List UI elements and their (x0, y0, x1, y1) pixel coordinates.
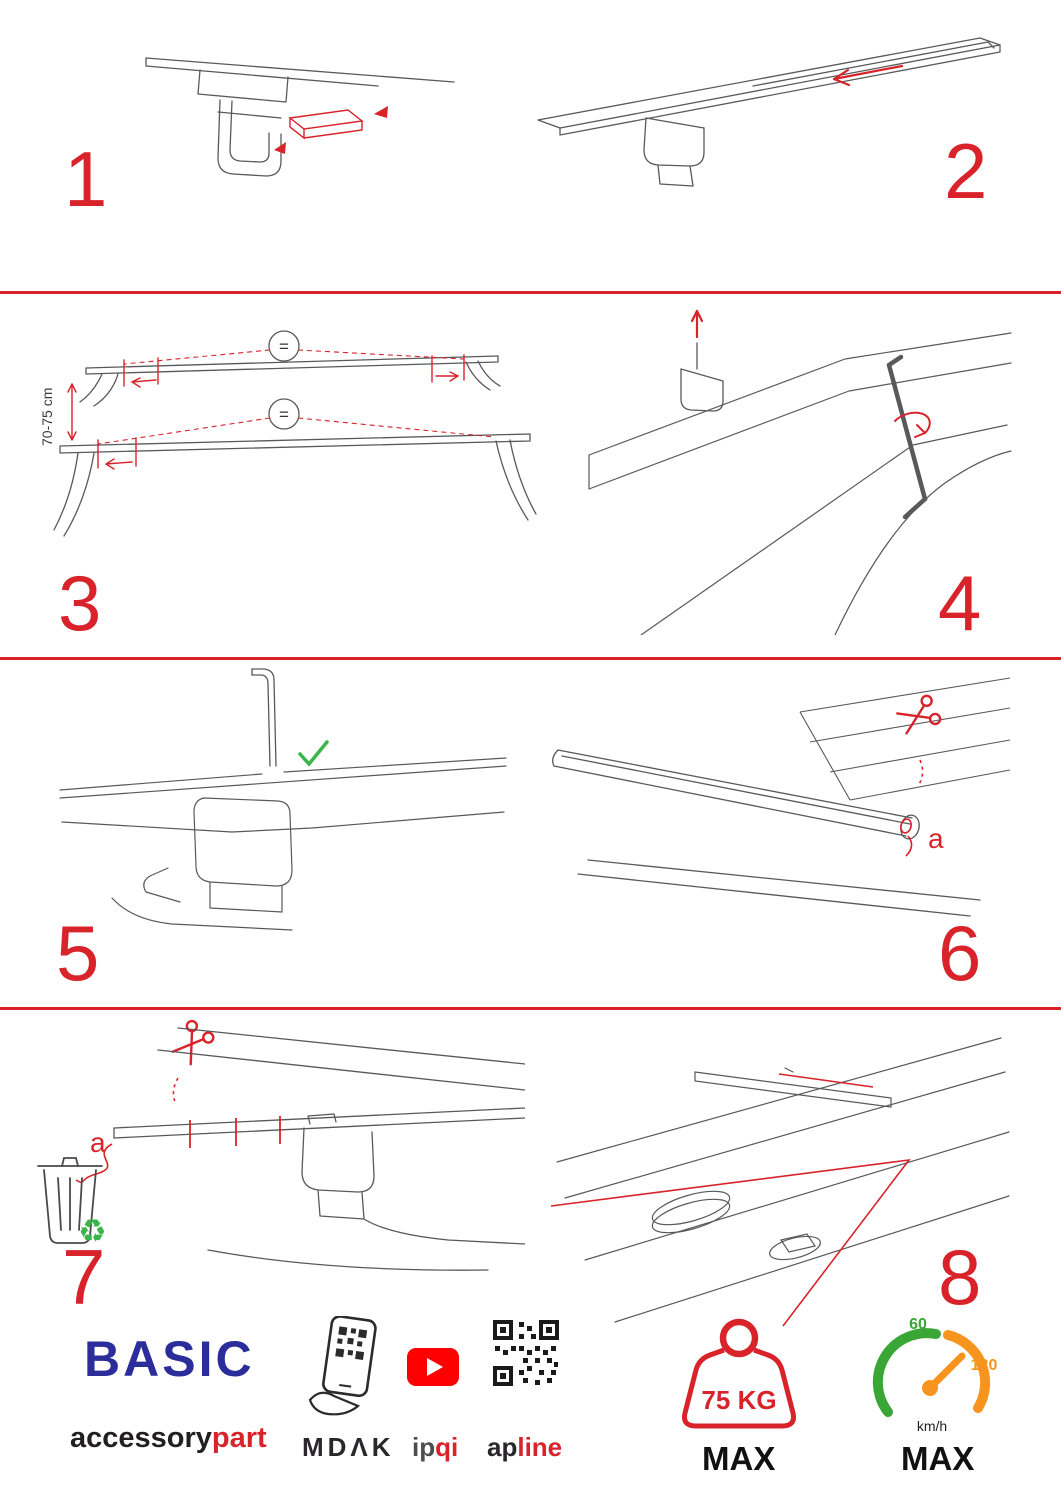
ipqi-red: qi (435, 1432, 459, 1462)
crossbar-drawing (552, 749, 981, 917)
step-8-illustration (550, 1037, 1010, 1327)
speedometer-icon: 60 120 km/h (872, 1316, 998, 1434)
step-6-number: 6 (938, 909, 982, 997)
youtube-icon (407, 1348, 459, 1386)
speed-high-label: 120 (971, 1357, 998, 1374)
apline-red: line (517, 1432, 563, 1462)
rotate-arrow (894, 411, 931, 438)
step-1-illustration (145, 57, 455, 177)
section-divider-2 (0, 657, 1061, 660)
insert-arrow (274, 106, 388, 154)
rail-and-clamp-drawing (537, 37, 1001, 187)
strip-end-highlight (900, 818, 912, 834)
hand-shape (308, 1391, 361, 1416)
gauge-green-arc (872, 1328, 941, 1417)
step-2-illustration (537, 37, 1001, 187)
crossbars-drawing (53, 355, 537, 537)
step-8-number: 8 (938, 1233, 982, 1321)
phone-qr-icon (308, 1316, 377, 1416)
section-divider-1 (0, 291, 1061, 294)
phone-body (322, 1316, 377, 1398)
bar-and-clamp-drawing (113, 1027, 525, 1271)
highlight-frame (550, 1073, 911, 1327)
step-1-number: 1 (64, 135, 108, 223)
weight-outline (682, 1318, 796, 1429)
youtube-play-triangle (427, 1358, 443, 1376)
equals-badge-front: = (268, 398, 300, 430)
push-up-arrow (690, 309, 704, 339)
step-4-number: 4 (938, 559, 982, 647)
equals-front-label: = (279, 405, 289, 424)
cut-label: a (928, 823, 944, 854)
dimension-arrows (67, 354, 465, 470)
allen-key-icon (886, 354, 928, 520)
gauge-hub (922, 1380, 938, 1396)
partner-mdak-label: MDΛK (302, 1432, 395, 1462)
speed-unit-label: km/h (917, 1418, 947, 1434)
step-6-illustration: a (552, 677, 1011, 917)
apline-black: ap (487, 1432, 518, 1462)
cut-debris (172, 1077, 179, 1105)
step-7-number: 7 (62, 1233, 106, 1321)
cut-debris (917, 759, 924, 787)
clamp-drawing (680, 342, 724, 412)
bar-distance-label: 70-75 cm (39, 388, 55, 446)
roof-planks-drawing (799, 677, 1011, 801)
step-5-number: 5 (56, 909, 100, 997)
brand-subtitle: accessorypart (70, 1422, 267, 1455)
roof-rails-drawing (556, 1037, 1010, 1323)
hook-rod-drawing (251, 668, 277, 767)
weight-max-label: MAX (702, 1440, 776, 1477)
equals-badge-rear: = (268, 330, 300, 362)
gauge-orange-arc (943, 1330, 991, 1413)
equals-rear-label: = (279, 337, 289, 356)
strip-tail (905, 835, 913, 857)
step-5-illustration (59, 668, 507, 931)
roof-and-clamp-drawing (59, 757, 507, 931)
brand-subtitle-red: part (211, 1422, 267, 1454)
step-3-number: 3 (58, 559, 102, 647)
brand-subtitle-black: accessory (70, 1422, 212, 1454)
phone-qr-pixels (335, 1326, 368, 1361)
step-7-illustration: a ♻ (37, 1020, 525, 1271)
cut-label: a (90, 1127, 106, 1158)
cut-marks (189, 1116, 281, 1148)
weight-limit-label: 75 KG (701, 1385, 776, 1415)
step-2-number: 2 (944, 127, 988, 215)
slide-arrow (832, 64, 904, 87)
roof-drawing (588, 332, 1012, 635)
recycle-icon: ♻ (78, 1212, 107, 1250)
qr-modules (493, 1320, 559, 1386)
step-3-illustration: = = 70-75 cm (39, 330, 537, 537)
qr-code-icon (493, 1320, 559, 1386)
brand-logo: BASIC (84, 1331, 255, 1387)
speed-low-label: 60 (909, 1316, 927, 1333)
partner-ipqi-label: ipqi (412, 1432, 458, 1463)
scissors-icon (171, 1020, 215, 1066)
fittings-drawing (651, 1190, 821, 1261)
checkmark-icon (298, 740, 329, 767)
rubber-pad-highlight (288, 109, 364, 140)
ipqi-black: ip (412, 1432, 436, 1462)
scissors-icon (896, 694, 942, 735)
weight-limit-icon: 75 KG (682, 1318, 796, 1429)
roof-rail-drawing (145, 57, 455, 177)
trash-icon (37, 1157, 103, 1244)
dimension-guides (97, 349, 495, 445)
partner-apline-label: apline (487, 1432, 562, 1463)
speed-max-label: MAX (901, 1440, 975, 1477)
step-4-illustration (588, 309, 1012, 635)
section-divider-3 (0, 1007, 1061, 1010)
